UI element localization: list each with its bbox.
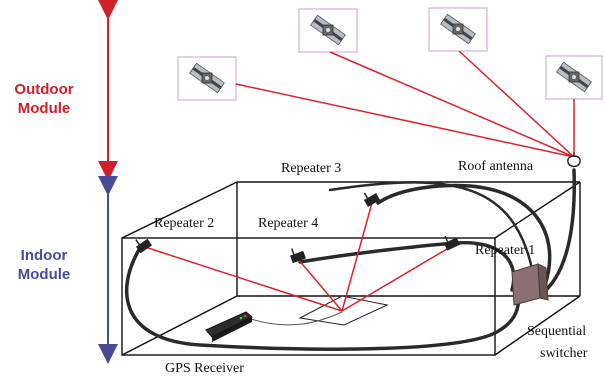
satellite-signal-lines (235, 50, 575, 158)
indoor-module-label-line1: Indoor (20, 247, 68, 264)
indoor-module-label: Indoor Module (10, 246, 78, 284)
repeater-icon (443, 235, 461, 251)
sequential-switcher-label: Sequential (527, 324, 586, 339)
repeater-3-label: Repeater 3 (281, 161, 341, 176)
outdoor-module-label-line1: Outdoor (14, 81, 74, 98)
repeater-signal-lines (144, 202, 453, 312)
outdoor-module-label: Outdoor Module (6, 80, 82, 118)
repeater-icon (363, 192, 381, 207)
gps-receiver-icon (205, 311, 253, 342)
sequential-switcher-label-2: switcher (540, 346, 588, 361)
repeater-2-label: Repeater 2 (154, 216, 214, 231)
cable-lines (124, 168, 577, 351)
roof-antenna-icon (567, 152, 581, 168)
satellite-icon (545, 55, 603, 100)
roof-antenna-label: Roof antenna (458, 159, 534, 174)
repeater-1-label: Repeater 1 (475, 243, 535, 258)
gps-receiver-label: GPS Receiver (165, 361, 244, 374)
satellite-icon (428, 7, 488, 52)
repeater-icon (290, 248, 306, 264)
sequential-switcher-icon (511, 263, 549, 306)
satellite-icon (298, 8, 358, 53)
outdoor-module-label-line2: Module (17, 100, 71, 117)
repeater-icon (135, 238, 153, 254)
indoor-module-label-line2: Module (17, 266, 71, 283)
repeater-4-label: Repeater 4 (258, 216, 318, 231)
gps-cable (247, 311, 343, 326)
satellite-icon (177, 56, 237, 101)
